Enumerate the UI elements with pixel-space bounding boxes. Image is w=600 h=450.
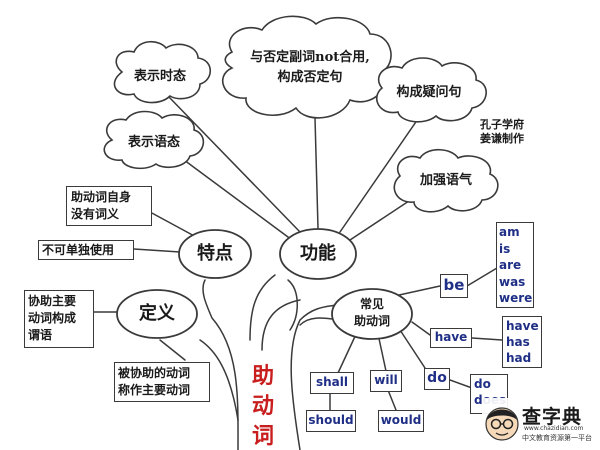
cloud-voice: 表示语态 — [127, 135, 180, 150]
link-would — [387, 389, 397, 411]
note-assist-line-1: 协助主要 — [28, 294, 77, 308]
branch-a — [199, 339, 239, 421]
be-forms: am is are was were — [496, 222, 534, 308]
oval-definition-shape — [116, 289, 198, 339]
credit-line-2: 姜谦制作 — [480, 132, 524, 145]
verb-be: be — [440, 274, 468, 298]
oval-common-line-2: 助动词 — [353, 314, 390, 328]
credit-line-1: 孔子学府 — [480, 118, 524, 131]
note-assisted-line-1: 被协助的动词 — [118, 366, 191, 380]
cloud-negation-line-1: 与否定副词not合用, — [250, 50, 370, 65]
be-form-am: am — [499, 225, 520, 239]
link-do-forms — [449, 379, 473, 389]
note-no-meaning-line-2: 没有词义 — [71, 207, 120, 221]
link-do — [399, 329, 426, 369]
logo-name: 查字典 — [522, 406, 583, 428]
note-assisted-line-2: 称作主要动词 — [118, 383, 191, 397]
cloud-voice-shape — [103, 110, 205, 170]
note-no-meaning-line-1: 助动词自身 — [71, 190, 132, 204]
link-will — [377, 333, 387, 372]
credit-box: 孔子学府 姜谦制作 — [476, 116, 538, 150]
have-form-has: has — [506, 335, 530, 349]
have-form-had: had — [506, 351, 532, 365]
cloud-emphasis-shape — [393, 148, 499, 213]
logo-url: www.chazidian.com — [524, 425, 584, 432]
link-no-meaning — [149, 211, 199, 239]
link-question — [339, 115, 421, 233]
have-form-have: have — [506, 319, 539, 333]
mascot-icon — [485, 407, 519, 441]
cloud-negation-line-2: 构成否定句 — [277, 70, 343, 85]
verb-have: have — [430, 328, 472, 348]
link-assisted — [159, 339, 186, 361]
link-not-alone — [133, 248, 181, 253]
verb-should: should — [306, 410, 356, 432]
note-assisted: 被协助的动词 称作主要动词 — [114, 362, 210, 402]
oval-features-shape — [178, 229, 252, 279]
oval-common: 常见 助动词 — [334, 296, 410, 330]
oval-definition: 定义 — [139, 303, 175, 324]
be-form-is: is — [499, 241, 511, 256]
verb-will: will — [370, 370, 402, 392]
oval-function-shape — [279, 228, 357, 280]
trunk-char-2: 动 — [252, 393, 275, 419]
cloud-emphasis: 加强语气 — [419, 173, 472, 188]
watermark-logo: 查字典 www.chazidian.com 中文教育资源第一平台 — [482, 398, 598, 448]
link-voice — [179, 156, 293, 241]
cloud-question-shape — [376, 57, 487, 123]
branch-b — [249, 274, 276, 341]
cloud-tense: 表示时态 — [133, 69, 186, 84]
link-have — [411, 321, 431, 336]
cloud-question: 构成疑问句 — [396, 85, 462, 100]
note-not-alone: 不可单独使用 — [38, 240, 134, 260]
oval-common-line-1: 常见 — [359, 297, 384, 311]
be-form-were: were — [499, 291, 533, 305]
note-assist: 协助主要 动词构成 谓语 — [24, 290, 94, 348]
verb-shall: shall — [310, 372, 354, 394]
do-form-do: do — [474, 377, 491, 391]
branch-d — [287, 279, 298, 331]
cloud-negation: 与否定副词not合用, 构成否定句 — [230, 48, 390, 88]
be-form-are: are — [499, 258, 522, 272]
link-have-forms — [471, 337, 503, 341]
link-negation — [314, 117, 319, 229]
link-emphasis — [349, 194, 419, 241]
note-assist-line-3: 谓语 — [28, 328, 53, 342]
oval-features: 特点 — [197, 243, 233, 264]
oval-function: 功能 — [300, 243, 336, 264]
trunk-left — [202, 279, 239, 450]
link-tense — [167, 95, 301, 233]
verb-would: would — [378, 410, 424, 432]
trunk-char-1: 助 — [252, 363, 275, 389]
oval-common-shape — [331, 288, 413, 340]
cloud-tense-shape — [113, 40, 212, 104]
logo-tagline: 中文教育资源第一平台 — [522, 434, 592, 442]
note-no-meaning: 助动词自身 没有词义 — [66, 186, 152, 226]
note-assist-line-2: 动词构成 — [28, 311, 77, 325]
verb-do: do — [424, 368, 450, 390]
have-forms: have has had — [502, 316, 542, 368]
trunk-char-3: 词 — [252, 423, 275, 449]
be-form-was: was — [499, 274, 526, 289]
link-be-forms — [466, 267, 498, 287]
branch-c — [261, 299, 301, 351]
